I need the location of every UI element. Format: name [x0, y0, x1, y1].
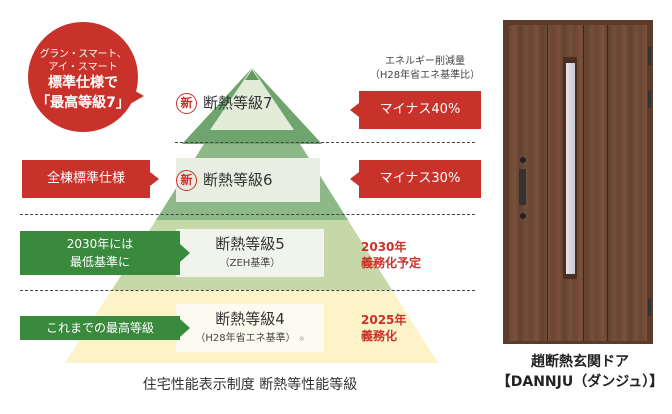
grade4-sub: （H28年省エネ基準） ※: [176, 329, 324, 344]
mandate-2025-line2: 義務化: [361, 329, 398, 343]
minus-40-tag: マイナス40%: [359, 91, 481, 129]
bubble-line2: アイ・スマート: [48, 62, 118, 73]
mandate-2025-line1: 2025年: [361, 313, 407, 327]
grade7-title: 断熱等級7: [203, 94, 273, 112]
mandate-2030-note: 2030年 義務化予定: [361, 239, 421, 271]
standard-spec-bubble: グラン・スマート、 アイ・スマート 標準仕様で 「最高等級7」: [28, 22, 138, 132]
grade4-box: [176, 304, 324, 352]
door-handle-icon: [519, 169, 526, 205]
mandate-2030-line1: 2030年: [361, 240, 407, 254]
all-houses-standard-text: 全棟標準仕様: [46, 171, 125, 186]
grade5-box: [176, 229, 324, 277]
note-mark: ※: [298, 335, 305, 343]
grade7-label: 新断熱等級7: [176, 92, 316, 114]
energy-reduction-header: エネルギー削減量 （H28年省エネ基準比）: [360, 55, 490, 83]
minus-40-text: マイナス40%: [379, 102, 461, 117]
door-lock-icon: [520, 157, 526, 163]
previous-highest-grade-tag: これまでの最高等級: [20, 316, 180, 340]
door-panel: [509, 25, 647, 341]
bubble-tail: [130, 88, 144, 104]
door-hinge-icon: [648, 298, 651, 316]
previous-highest-grade-text: これまでの最高等級: [45, 321, 154, 335]
divider-5-4: [20, 290, 475, 291]
grade6-label: 新断熱等級6: [176, 169, 316, 191]
door-hinge-icon: [648, 47, 651, 65]
door-model: 【DANNJU（ダンジュ）】: [496, 374, 664, 390]
grade4-sub-text: （H28年省エネ基準）: [195, 333, 296, 344]
mandate-2030-line2: 義務化予定: [361, 256, 422, 270]
energy-header-line2: （H28年省エネ基準比）: [369, 70, 481, 81]
minus-30-text: マイナス30%: [379, 171, 461, 186]
door-glass: [566, 63, 575, 274]
door-image: [503, 20, 653, 344]
min-standard-line2: 最低基準に: [69, 255, 130, 269]
door-hinge-icon: [648, 90, 651, 108]
energy-header-line1: エネルギー削減量: [385, 56, 465, 67]
bubble-line1: グラン・スマート、: [39, 49, 127, 60]
new-badge: 新: [176, 170, 197, 191]
grade4-title: 断熱等級4: [215, 310, 285, 328]
divider-7-6: [175, 142, 475, 143]
grade5-sub: （ZEH基準）: [219, 258, 281, 269]
minus-30-tag: マイナス30%: [359, 160, 481, 198]
new-badge: 新: [176, 93, 197, 114]
bubble-line4: 「最高等級7」: [36, 95, 130, 111]
door-lock2-icon: [520, 213, 526, 219]
bubble-line3: 標準仕様で: [48, 75, 118, 91]
grade5-title: 断熱等級5: [215, 235, 285, 253]
grade6-box: [176, 158, 320, 202]
min-standard-2030-tag: 2030年には 最低基準に: [20, 231, 180, 275]
divider-6-5: [20, 214, 475, 215]
grade5-label: 断熱等級5 （ZEH基準）: [176, 233, 324, 269]
pyramid-caption: 住宅性能表示制度 断熱等性能等級: [142, 377, 358, 393]
door-caption: 趙断熱玄関ドア 【DANNJU（ダンジュ）】: [494, 352, 666, 392]
mandate-2025-note: 2025年 義務化: [361, 312, 406, 344]
min-standard-line1: 2030年には: [66, 237, 134, 251]
grade6-title: 断熱等級6: [203, 171, 273, 189]
door-groove-1: [547, 25, 548, 341]
door-groove-2: [583, 25, 584, 341]
door-name: 趙断熱玄関ドア: [531, 354, 629, 370]
grade4-label: 断熱等級4 （H28年省エネ基準） ※: [176, 308, 324, 344]
door-groove-3: [607, 25, 608, 341]
all-houses-standard-tag: 全棟標準仕様: [22, 160, 150, 198]
